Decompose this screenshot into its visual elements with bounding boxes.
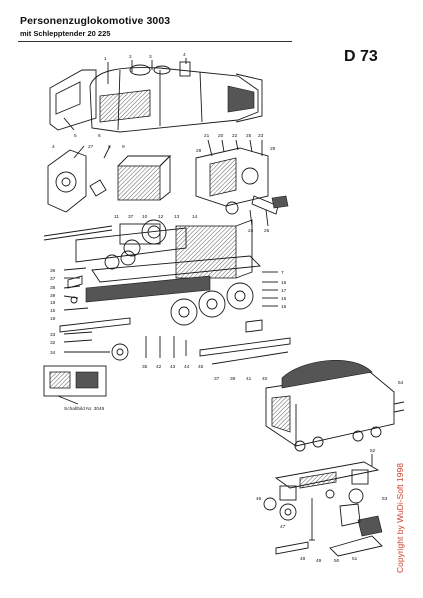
page-subtitle: mit Schlepptender 20 225: [20, 29, 111, 38]
callout-cab-25: 25: [246, 133, 252, 139]
gear-assembly: [195, 139, 289, 227]
callout-1: 1: [104, 56, 107, 62]
callout-cb-45: 45: [198, 364, 204, 370]
tender-chassis: [263, 454, 383, 557]
motor-assembly: [47, 145, 172, 213]
callout-t-48: 48: [300, 556, 306, 562]
callout-cb-37: 37: [214, 376, 220, 382]
callout-cl-18: 18: [50, 300, 56, 306]
tender-body: [265, 360, 405, 452]
callout-2: 2: [129, 54, 132, 60]
callout-ch-12: 12: [158, 214, 164, 220]
callout-t-52: 52: [370, 448, 376, 454]
callout-cab-22: 22: [232, 133, 238, 139]
callout-t-51: 51: [352, 556, 358, 562]
callout-cr-17: 17: [281, 288, 287, 294]
callout-cab-29: 29: [270, 146, 276, 152]
callout-t-53: 53: [382, 496, 388, 502]
callout-3: 3: [149, 54, 152, 60]
callout-cb-42: 42: [156, 364, 162, 370]
callout-t-47: 47: [280, 524, 286, 530]
inset-label: Schaltbild Nr. 3046: [64, 406, 105, 412]
callout-cb-43: 43: [170, 364, 176, 370]
page-title: Personenzuglokomotive 3003: [20, 15, 171, 27]
callout-ch-10: 10: [142, 214, 148, 220]
callout-mid-9: 9: [122, 144, 125, 150]
callout-ch-13: 13: [174, 214, 180, 220]
callout-cb-39: 39: [230, 376, 236, 382]
callout-t-46: 46: [256, 496, 262, 502]
callout-cl-36: 36: [50, 268, 56, 274]
callout-cl-37: 37: [50, 276, 56, 282]
callout-cl-33: 33: [50, 332, 56, 338]
callout-cab-20: 20: [218, 133, 224, 139]
callout-5: 5: [74, 133, 77, 139]
callout-cab-21: 21: [204, 133, 210, 139]
locomotive-body: [49, 58, 263, 133]
callout-t-50: 50: [334, 558, 340, 564]
callout-6: 6: [98, 133, 101, 139]
callout-cab-24: 24: [248, 228, 254, 234]
callout-t-49: 49: [316, 558, 322, 564]
callout-cb-35: 35: [142, 364, 148, 370]
callout-cab-28: 28: [196, 148, 202, 154]
callout-cab-26: 26: [264, 228, 270, 234]
callout-ch-37: 37: [128, 214, 134, 220]
wiring-inset: [43, 365, 107, 405]
callout-cr-16b: 16: [281, 304, 287, 310]
callout-ch-11: 11: [114, 214, 119, 220]
callout-mid-8: 8: [108, 144, 111, 150]
callout-cl-34: 34: [50, 350, 56, 356]
callout-cl-15: 15: [50, 308, 56, 314]
callout-cb-41: 41: [246, 376, 252, 382]
callout-cl-39: 39: [50, 293, 56, 299]
chassis-frame: [43, 219, 291, 365]
callout-t-54: 54: [398, 380, 404, 386]
callout-mid-27: 27: [88, 144, 94, 150]
callout-cb-44: 44: [184, 364, 190, 370]
callout-cr-7: 7: [281, 270, 284, 276]
callout-cl-19: 19: [50, 316, 56, 322]
callout-cr-15: 15: [281, 296, 287, 302]
callout-cb-40: 40: [262, 376, 268, 382]
callout-mid-4: 4: [52, 144, 55, 150]
callout-ch-14: 14: [192, 214, 198, 220]
callout-cab-23: 23: [258, 133, 264, 139]
title-rule: [18, 41, 292, 42]
callout-4: 4: [183, 52, 186, 58]
callout-cl-32: 32: [50, 340, 56, 346]
callout-cr-16: 16: [281, 280, 287, 286]
sheet-code: D 73: [344, 48, 378, 65]
callout-cl-38: 38: [50, 285, 56, 291]
